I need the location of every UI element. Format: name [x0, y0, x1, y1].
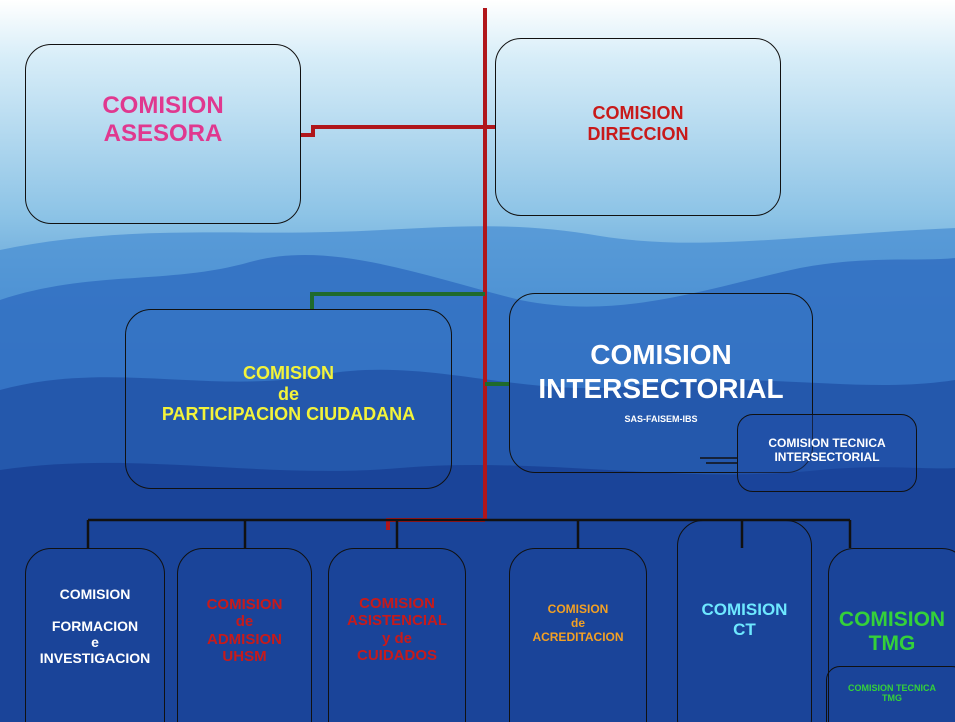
- label-comision-intersectorial: COMISION INTERSECTORIAL: [538, 339, 784, 404]
- label-comision-tecnica-tmg: COMISION TECNICA TMG: [847, 683, 936, 704]
- box-comision-ct: [677, 520, 812, 722]
- label-comision-direccion: COMISION DIRECCION: [587, 103, 689, 144]
- box-comision-tecnica-intersectorial: [737, 414, 917, 492]
- label-comision-participacion: COMISION de PARTICIPACION CIUDADANA: [161, 363, 416, 425]
- label-comision-admision: COMISION de ADMISION UHSM: [206, 596, 283, 665]
- box-comision-asistencial: [328, 548, 466, 722]
- label-comision-tecnica-intersectorial: COMISION TECNICA INTERSECTORIAL: [768, 436, 886, 464]
- box-comision-intersectorial: [509, 293, 813, 473]
- box-comision-formacion: [25, 548, 165, 722]
- mountain-front: [0, 462, 955, 722]
- participacion-connector: [310, 292, 485, 310]
- asesora-connector: [300, 125, 485, 137]
- box-comision-tecnica-tmg: [826, 666, 955, 722]
- label-comision-asistencial: COMISION ASISTENCIAL y de CUIDADOS: [346, 595, 447, 664]
- label-comision-formacion: COMISION FORMACION e INVESTIGACION: [39, 586, 151, 667]
- box-comision-tmg: [828, 548, 955, 722]
- label-comision-acreditacion: COMISION de ACREDITACION: [532, 602, 624, 644]
- label-comision-asesora: COMISION ASESORA: [102, 92, 224, 147]
- box-comision-asesora: [25, 44, 301, 224]
- label-comision-tmg: COMISION TMG: [838, 608, 946, 656]
- box-comision-direccion: [495, 38, 781, 216]
- box-comision-admision: [177, 548, 312, 722]
- box-comision-acreditacion: [509, 548, 647, 722]
- label-comision-ct: COMISION CT: [701, 600, 788, 639]
- label-intersectorial-sub: SAS-FAISEM-IBS: [624, 414, 698, 424]
- box-comision-participacion: [125, 309, 452, 489]
